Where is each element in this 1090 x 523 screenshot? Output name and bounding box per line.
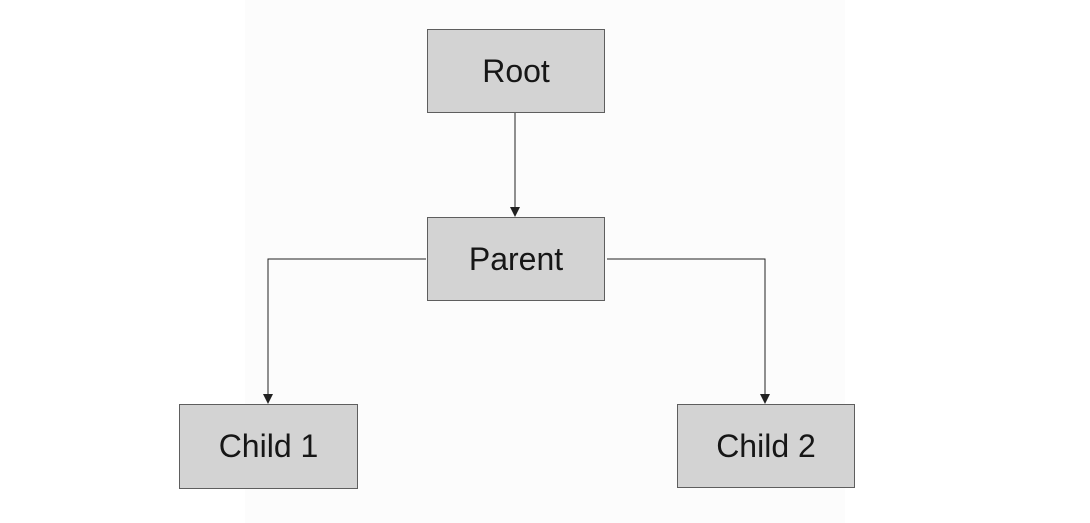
node-child-2-label: Child 2 bbox=[716, 427, 816, 464]
node-root: Root bbox=[427, 29, 605, 113]
node-child-1: Child 1 bbox=[179, 404, 358, 489]
node-child-2: Child 2 bbox=[677, 404, 855, 488]
edge-parent-to-child2 bbox=[607, 258, 770, 404]
node-root-label: Root bbox=[482, 52, 550, 89]
node-parent: Parent bbox=[427, 217, 605, 301]
node-parent-label: Parent bbox=[468, 240, 564, 277]
edge-parent-to-child1 bbox=[263, 258, 426, 404]
node-child-1-label: Child 1 bbox=[218, 428, 319, 464]
